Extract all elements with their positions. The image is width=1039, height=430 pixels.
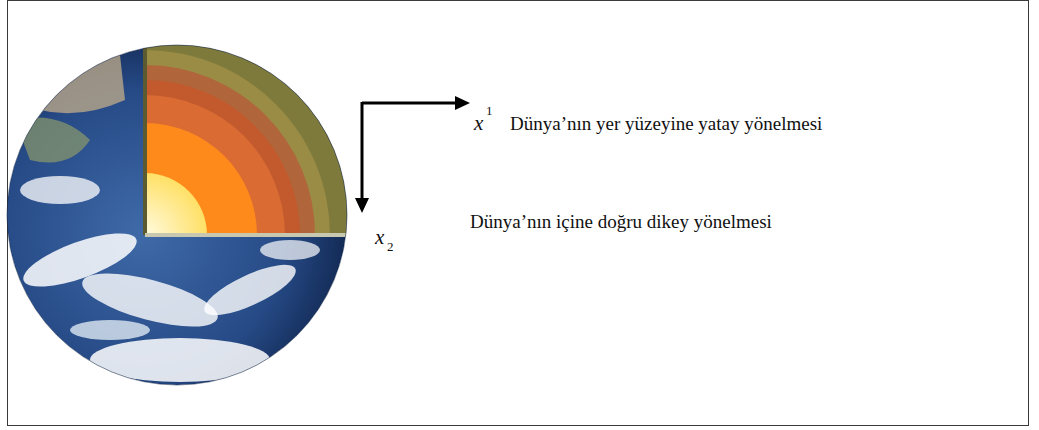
axis-description: Dünya’nın içine doğru dikey yönelmesi (470, 212, 772, 233)
axis-symbol: x (375, 226, 384, 249)
axis-description: Dünya’nın yer yüzeyine yatay yönelmesi (510, 114, 822, 135)
axis-arrows (355, 96, 470, 213)
axis-symbol: x (474, 112, 483, 135)
axis-subscript: 2 (387, 240, 394, 254)
axis-superscript: 1 (486, 104, 493, 118)
